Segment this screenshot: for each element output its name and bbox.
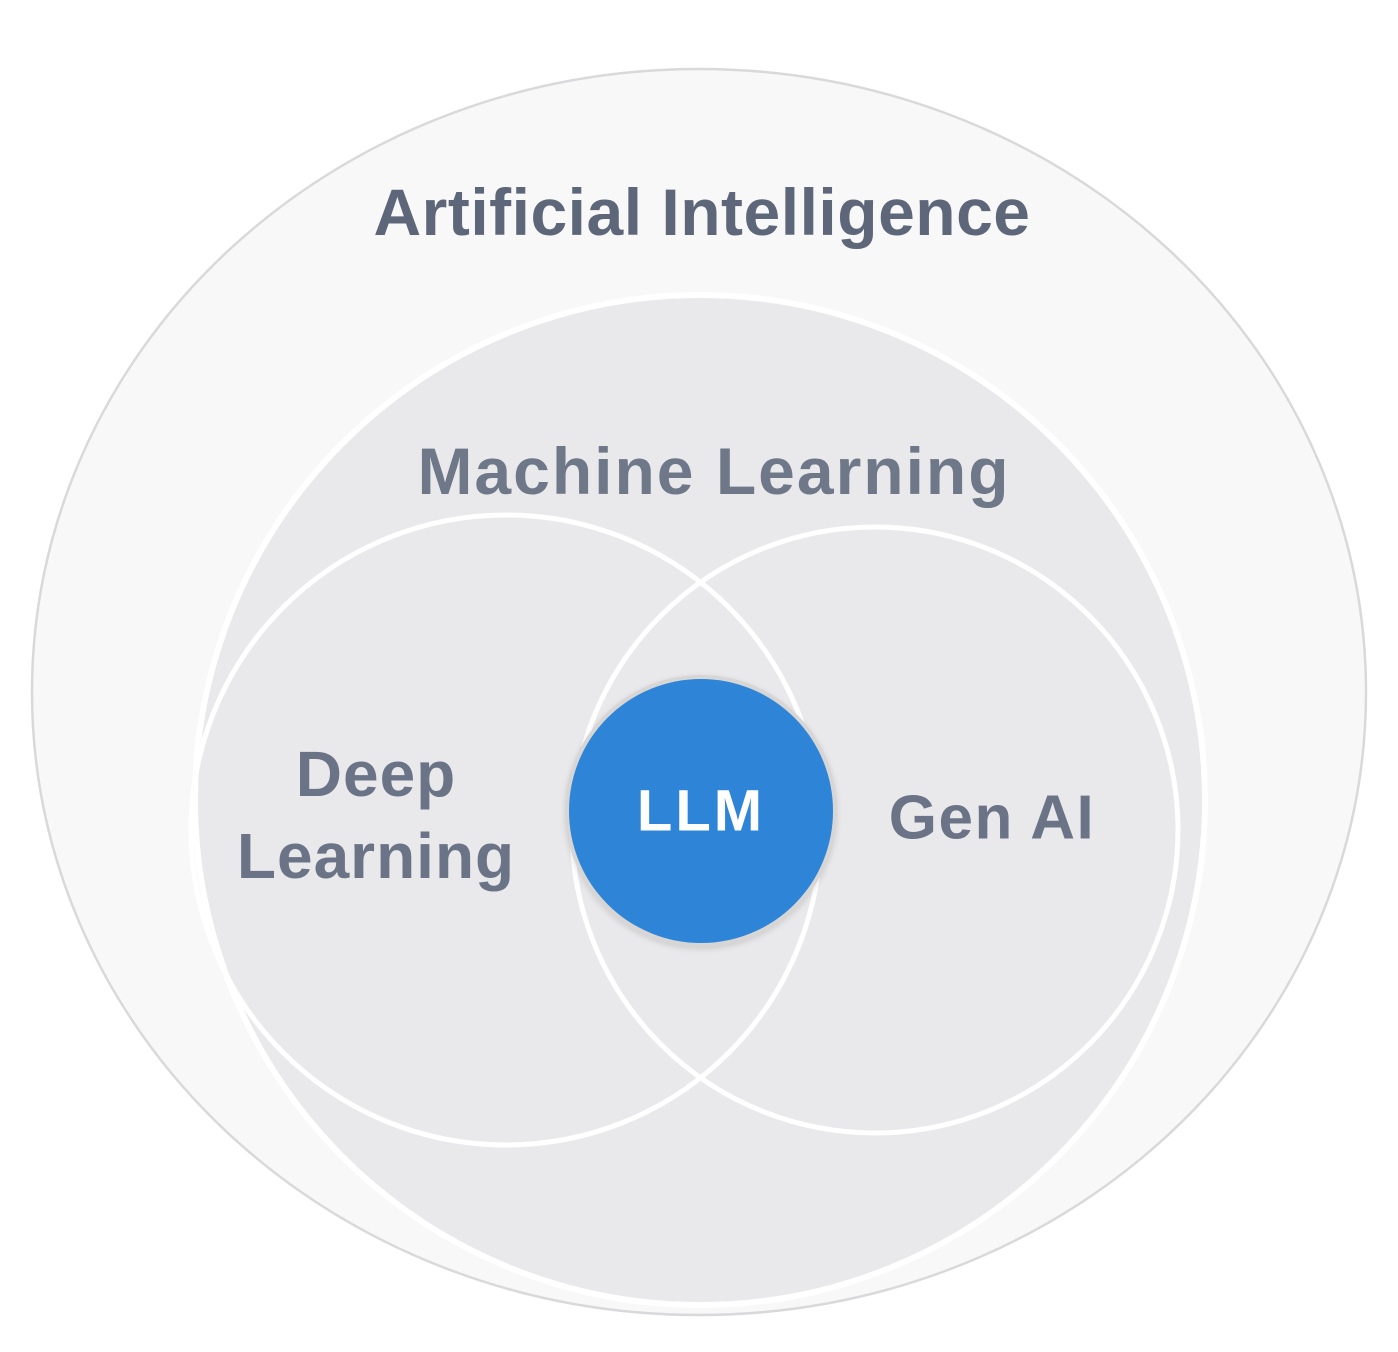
machine-learning-label: Machine Learning: [417, 434, 1011, 508]
llm-circle: [565, 675, 837, 947]
deep-learning-label: Deep Learning: [236, 738, 516, 892]
llm-label: LLM: [636, 778, 766, 844]
gen-ai-label: Gen AI: [888, 783, 1096, 853]
artificial-intelligence-label: Artificial Intelligence: [373, 175, 1031, 249]
